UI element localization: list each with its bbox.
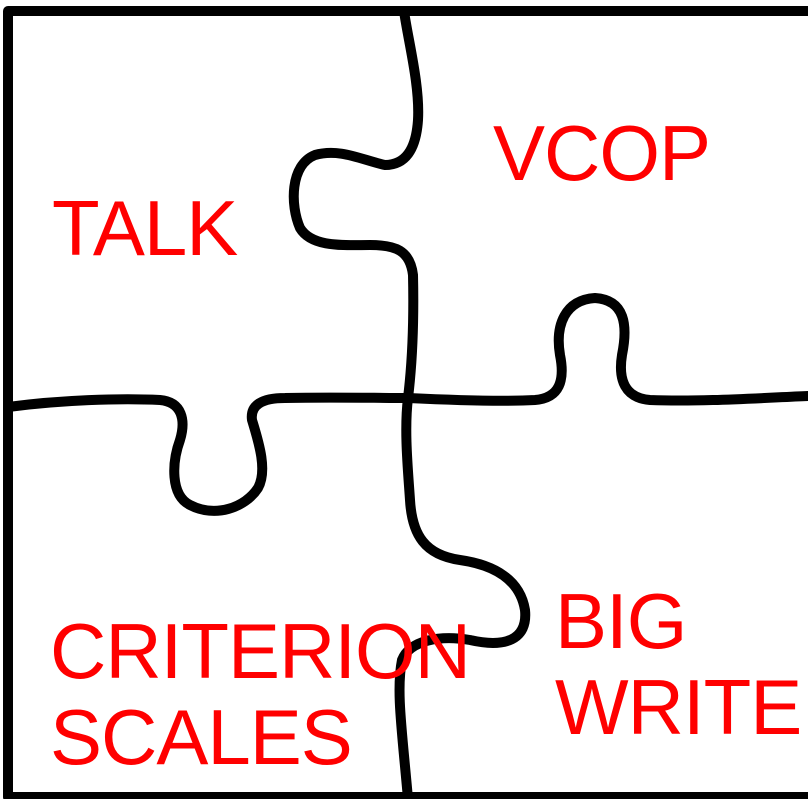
piece-label-line: SCALES [50, 693, 353, 781]
piece-label-big-write: BIG WRITE [555, 577, 802, 751]
piece-label-vcop: VCOP [493, 109, 711, 197]
puzzle-seam-right-horizontal [403, 293, 808, 406]
piece-label-talk: TALK [52, 184, 238, 272]
piece-label-line: VCOP [493, 109, 711, 197]
piece-label-line: WRITE [555, 663, 802, 751]
piece-label-line: BIG [555, 577, 687, 665]
puzzle-seam-bottom-vertical [394, 393, 531, 799]
puzzle-seam-top-vertical [288, 6, 424, 403]
piece-label-line: TALK [52, 184, 238, 272]
piece-label-criterion-scales: CRITERION SCALES [50, 607, 471, 781]
piece-label-line: CRITERION [50, 607, 471, 695]
puzzle-seam-left-horizontal [3, 392, 413, 516]
